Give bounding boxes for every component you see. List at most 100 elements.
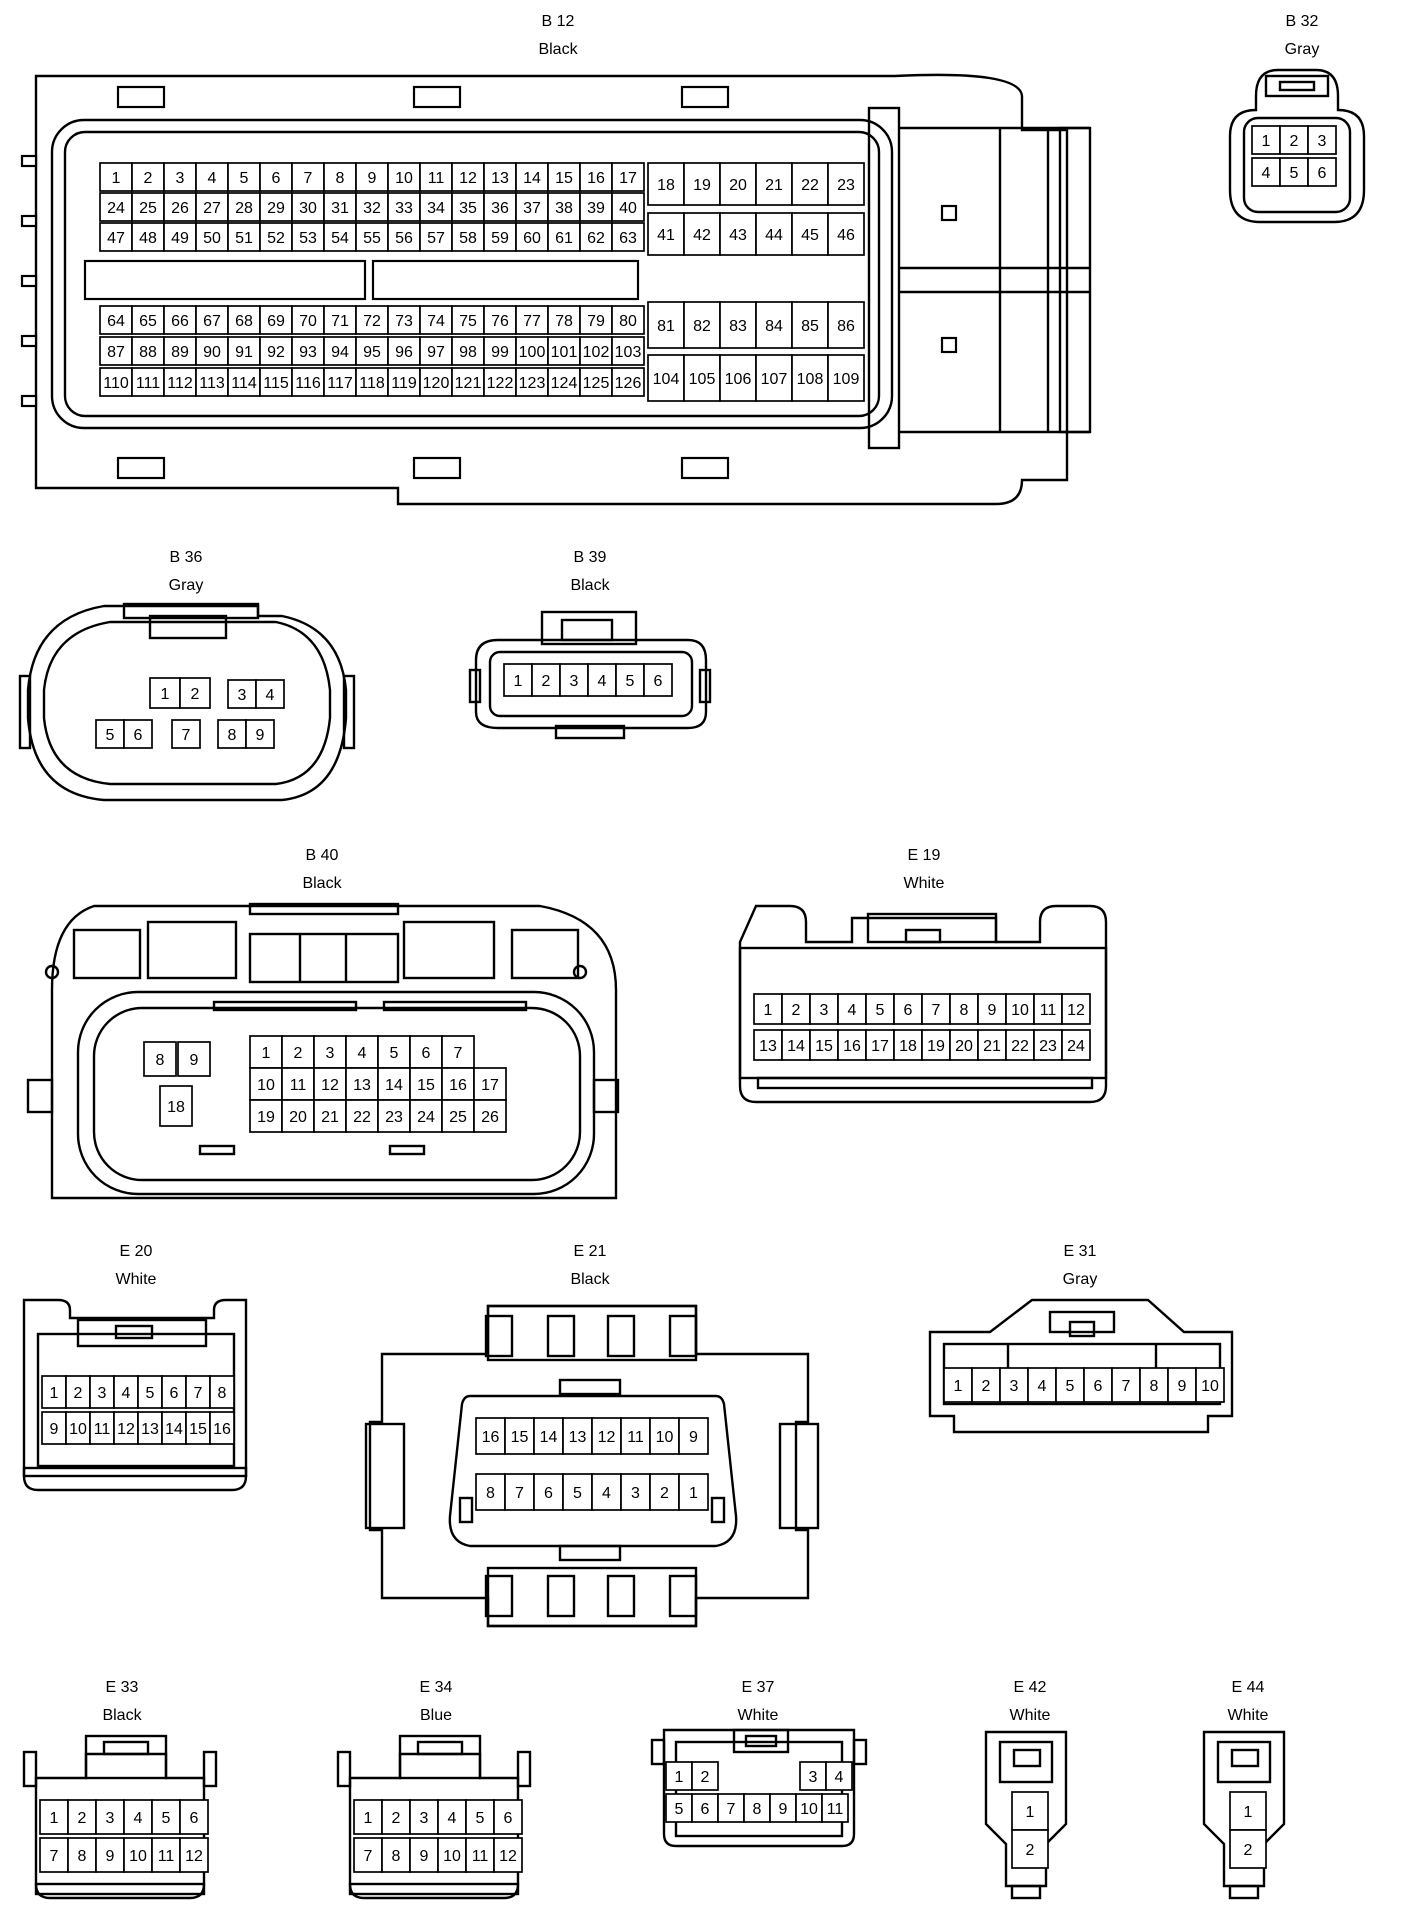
- pin-cavity-e19-23: 23: [1033, 1029, 1063, 1061]
- pin-number: 5: [106, 727, 115, 744]
- pin-number: 120: [423, 375, 450, 392]
- pin-number: 16: [213, 1421, 231, 1438]
- pin-number: 26: [171, 200, 189, 217]
- pin-cavity-b12-65: 65: [131, 305, 165, 335]
- pin-number: 3: [326, 1045, 335, 1062]
- pin-number: 2: [191, 686, 200, 703]
- pin-cavity-b12-44: 44: [755, 212, 793, 256]
- pin-cavity-e20-3: 3: [89, 1375, 115, 1409]
- pin-cavity-b40-11: 11: [281, 1067, 315, 1101]
- pin-number: 9: [368, 170, 377, 187]
- pin-cavity-b12-121: 121: [451, 367, 485, 397]
- pin-cavity-e21-5: 5: [562, 1473, 593, 1511]
- pin-number: 80: [619, 313, 637, 330]
- pin-cavity-b12-4: 4: [195, 162, 229, 192]
- pin-cavity-e20-9: 9: [41, 1411, 67, 1445]
- pin-cavity-e19-6: 6: [893, 993, 923, 1025]
- connector-b12-shell: [20, 73, 1092, 506]
- pin-number: 11: [1040, 1002, 1057, 1019]
- pin-number: 92: [267, 344, 285, 361]
- pin-number: 124: [551, 375, 578, 392]
- pin-cavity-b12-32: 32: [355, 192, 389, 222]
- pin-cavity-b36-2: 2: [179, 677, 211, 709]
- pin-cavity-b12-108: 108: [791, 354, 829, 402]
- pin-cavity-e33-8: 8: [67, 1837, 97, 1873]
- pin-number: 5: [162, 1810, 171, 1827]
- pin-number: 117: [327, 375, 353, 392]
- pin-number: 5: [573, 1485, 582, 1502]
- pin-number: 19: [927, 1038, 945, 1055]
- pin-number: 4: [134, 1810, 143, 1827]
- pin-number: 5: [1290, 165, 1299, 182]
- pin-cavity-b12-104: 104: [647, 354, 685, 402]
- pin-cavity-e34-2: 2: [381, 1799, 411, 1835]
- pin-cavity-b12-56: 56: [387, 222, 421, 252]
- pin-number: 75: [459, 313, 477, 330]
- pin-cavity-b12-46: 46: [827, 212, 865, 256]
- pin-cavity-b12-70: 70: [291, 305, 325, 335]
- pin-number: 53: [299, 230, 317, 247]
- pin-number: 12: [185, 1848, 203, 1865]
- pin-number: 6: [272, 170, 281, 187]
- pin-cavity-b12-107: 107: [755, 354, 793, 402]
- pin-cavity-b12-80: 80: [611, 305, 645, 335]
- pin-cavity-b12-82: 82: [683, 301, 721, 349]
- pin-cavity-b36-7: 7: [171, 719, 201, 749]
- pin-cavity-e20-13: 13: [137, 1411, 163, 1445]
- pin-number: 24: [107, 200, 125, 217]
- pin-cavity-b40-13: 13: [345, 1067, 379, 1101]
- pin-number: 4: [448, 1810, 457, 1827]
- pin-cavity-b12-86: 86: [827, 301, 865, 349]
- pin-number: 60: [523, 230, 541, 247]
- pin-cavity-e33-2: 2: [67, 1799, 97, 1835]
- pin-cavity-e44-1: 1: [1229, 1791, 1267, 1831]
- pin-number: 22: [801, 177, 819, 194]
- pin-cavity-b12-43: 43: [719, 212, 757, 256]
- pin-number: 10: [395, 170, 413, 187]
- pin-number: 77: [523, 313, 541, 330]
- pin-number: 85: [801, 318, 819, 335]
- pin-number: 9: [106, 1848, 115, 1865]
- pin-number: 93: [299, 344, 317, 361]
- pin-number: 25: [449, 1109, 467, 1126]
- pin-cavity-e31-7: 7: [1111, 1367, 1141, 1403]
- pin-cavity-e21-16: 16: [475, 1417, 506, 1455]
- pin-number: 12: [321, 1077, 339, 1094]
- pin-cavity-e34-1: 1: [353, 1799, 383, 1835]
- connector-code-b36: B 36: [170, 549, 203, 566]
- pin-number: 28: [235, 200, 253, 217]
- pin-cavity-e19-20: 20: [949, 1029, 979, 1061]
- pin-number: 32: [363, 200, 381, 217]
- pin-number: 4: [358, 1045, 367, 1062]
- pin-cavity-b40-5: 5: [377, 1035, 411, 1069]
- pin-number: 106: [725, 371, 752, 388]
- pin-cavity-b12-61: 61: [547, 222, 581, 252]
- pin-number: 11: [428, 170, 445, 187]
- pin-cavity-e21-8: 8: [475, 1473, 506, 1511]
- pin-number: 123: [519, 375, 546, 392]
- pin-cavity-b12-76: 76: [483, 305, 517, 335]
- pin-cavity-e34-10: 10: [437, 1837, 467, 1873]
- pin-cavity-b12-78: 78: [547, 305, 581, 335]
- pin-cavity-b12-66: 66: [163, 305, 197, 335]
- pin-number: 86: [837, 318, 855, 335]
- pin-cavity-b12-55: 55: [355, 222, 389, 252]
- pin-cavity-b12-101: 101: [547, 336, 581, 366]
- pin-number: 7: [454, 1045, 463, 1062]
- pin-cavity-b39-4: 4: [587, 663, 617, 697]
- pin-cavity-e19-10: 10: [1005, 993, 1035, 1025]
- pin-number: 4: [1262, 165, 1271, 182]
- pin-cavity-b12-96: 96: [387, 336, 421, 366]
- pin-cavity-e19-24: 24: [1061, 1029, 1091, 1061]
- pin-cavity-b40-1: 1: [249, 1035, 283, 1069]
- pin-number: 1: [161, 686, 170, 703]
- connector-color-b36: Gray: [169, 577, 204, 594]
- pin-cavity-e19-15: 15: [809, 1029, 839, 1061]
- pin-number: 8: [228, 727, 237, 744]
- pin-number: 38: [555, 200, 573, 217]
- pin-cavity-b12-54: 54: [323, 222, 357, 252]
- pin-number: 10: [69, 1421, 87, 1438]
- pin-number: 89: [171, 344, 189, 361]
